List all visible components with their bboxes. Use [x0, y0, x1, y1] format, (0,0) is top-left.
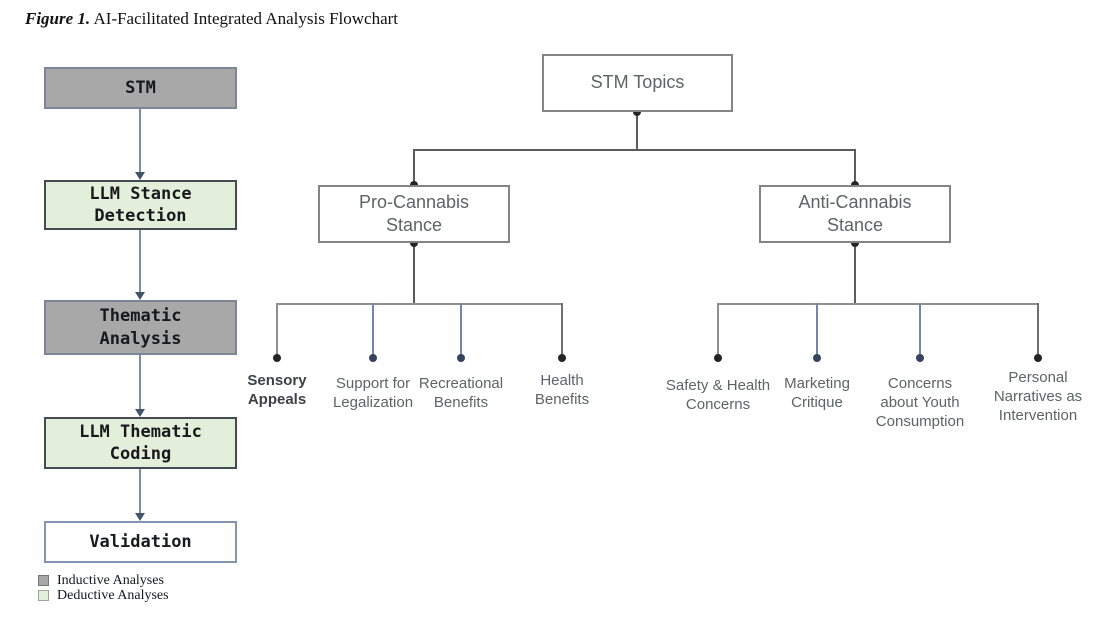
- connector-leaf-sensory: [276, 303, 278, 356]
- legend-row-deductive: Deductive Analyses: [38, 588, 169, 603]
- pipeline-step-llm-thematic-coding: LLM Thematic Coding: [44, 417, 237, 469]
- connector-leaf-youth: [919, 303, 921, 356]
- leaf-dot-sensory: [273, 354, 281, 362]
- figure-number: Figure 1.: [25, 9, 91, 28]
- tree-node-anti-cannabis-stance: Anti-Cannabis Stance: [759, 185, 951, 243]
- inductive-swatch-icon: [38, 575, 49, 586]
- connector-anti-drop: [854, 243, 856, 303]
- legend-row-inductive: Inductive Analyses: [38, 573, 169, 588]
- connector-leaf-health: [561, 303, 563, 356]
- connector-anti-riser: [854, 149, 856, 185]
- leaf-label-support-for-legalization: Support for Legalization: [332, 375, 414, 411]
- arrow-line-4: [139, 469, 141, 513]
- leaf-dot-support: [369, 354, 377, 362]
- leaf-label-personal-narratives-as-intervention: Personal Narratives as Intervention: [993, 369, 1083, 424]
- tree-node-pro-cannabis-stance: Pro-Cannabis Stance: [318, 185, 510, 243]
- pipeline-step-validation: Validation: [44, 521, 237, 563]
- node-dot-anti-bottom: [851, 239, 859, 247]
- leaf-dot-youth: [916, 354, 924, 362]
- figure-title-text: AI-Facilitated Integrated Analysis Flowc…: [90, 9, 398, 28]
- legend-label-inductive: Inductive Analyses: [57, 572, 164, 588]
- arrow-line-3: [139, 355, 141, 409]
- node-dot-pro-bottom: [410, 239, 418, 247]
- connector-leaf-recreational: [460, 303, 462, 356]
- arrow-head-icon: [134, 172, 145, 180]
- leaf-label-safety-health-concerns: Safety & Health Concerns: [665, 377, 771, 413]
- connector-leaf-marketing: [816, 303, 818, 356]
- connector-leaf-safety: [717, 303, 719, 356]
- leaf-label-concerns-about-youth-consumption: Concerns about Youth Consumption: [875, 375, 965, 430]
- leaf-dot-recreational: [457, 354, 465, 362]
- leaf-dot-marketing: [813, 354, 821, 362]
- leaf-dot-health: [558, 354, 566, 362]
- leaf-dot-personal: [1034, 354, 1042, 362]
- tree-node-stm-topics: STM Topics: [542, 54, 733, 112]
- leaf-label-marketing-critique: Marketing Critique: [784, 375, 850, 411]
- node-dot-root: [633, 108, 641, 116]
- leaf-label-recreational-benefits: Recreational Benefits: [418, 375, 504, 411]
- leaf-label-sensory-appeals: Sensory Appeals: [247, 372, 307, 408]
- connector-main-horizontal: [413, 149, 856, 151]
- connector-pro-horizontal: [277, 303, 563, 305]
- arrow-line-2: [139, 230, 141, 292]
- arrow-head-icon: [134, 513, 145, 521]
- pipeline-step-thematic-analysis: Thematic Analysis: [44, 300, 237, 355]
- figure-title: Figure 1. AI-Facilitated Integrated Anal…: [25, 9, 398, 29]
- arrow-head-icon: [134, 409, 145, 417]
- leaf-label-health-benefits: Health Benefits: [534, 372, 590, 408]
- pipeline-step-stm: STM: [44, 67, 237, 109]
- connector-pro-riser: [413, 149, 415, 185]
- connector-leaf-personal: [1037, 303, 1039, 356]
- arrow-line-1: [139, 109, 141, 172]
- pipeline-step-llm-stance-detection: LLM Stance Detection: [44, 180, 237, 230]
- connector-leaf-support: [372, 303, 374, 356]
- deductive-swatch-icon: [38, 590, 49, 601]
- connector-pro-drop: [413, 243, 415, 303]
- legend: Inductive Analyses Deductive Analyses: [38, 573, 169, 603]
- leaf-dot-safety: [714, 354, 722, 362]
- connector-root-drop: [636, 112, 638, 150]
- connector-anti-horizontal: [718, 303, 1039, 305]
- arrow-head-icon: [134, 292, 145, 300]
- legend-label-deductive: Deductive Analyses: [57, 587, 169, 603]
